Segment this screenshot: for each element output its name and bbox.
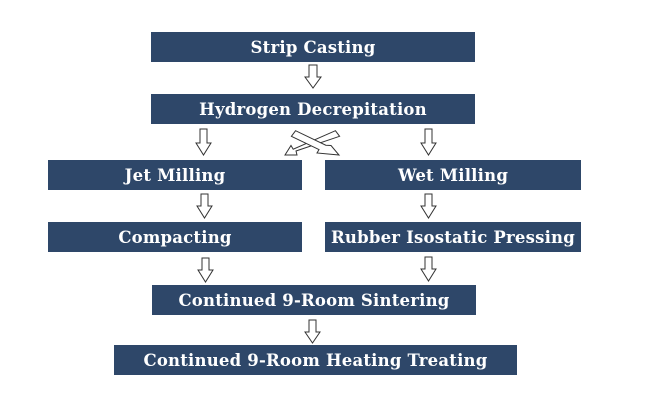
step-wet-milling: Wet Milling [325, 160, 581, 190]
arrow-down-icon [304, 64, 322, 89]
step-continued-sintering: Continued 9-Room Sintering [152, 285, 476, 315]
step-compacting: Compacting [48, 222, 302, 252]
arrow-down-icon [420, 128, 437, 156]
cross-arrows [284, 130, 341, 156]
arrow-down-icon [304, 319, 321, 344]
arrow-down-icon [196, 193, 213, 219]
arrow-down-icon [420, 193, 437, 219]
arrow-diagonal-right-icon [290, 130, 341, 156]
step-hydrogen-decrepitation: Hydrogen Decrepitation [151, 94, 475, 124]
step-continued-heat-treating: Continued 9-Room Heating Treating [114, 345, 517, 375]
step-rubber-isostatic-pressing: Rubber Isostatic Pressing [325, 222, 581, 252]
arrow-down-icon [195, 128, 212, 156]
step-jet-milling: Jet Milling [48, 160, 302, 190]
step-strip-casting: Strip Casting [151, 32, 475, 62]
arrow-down-icon [197, 257, 214, 283]
arrow-down-icon [420, 256, 437, 282]
